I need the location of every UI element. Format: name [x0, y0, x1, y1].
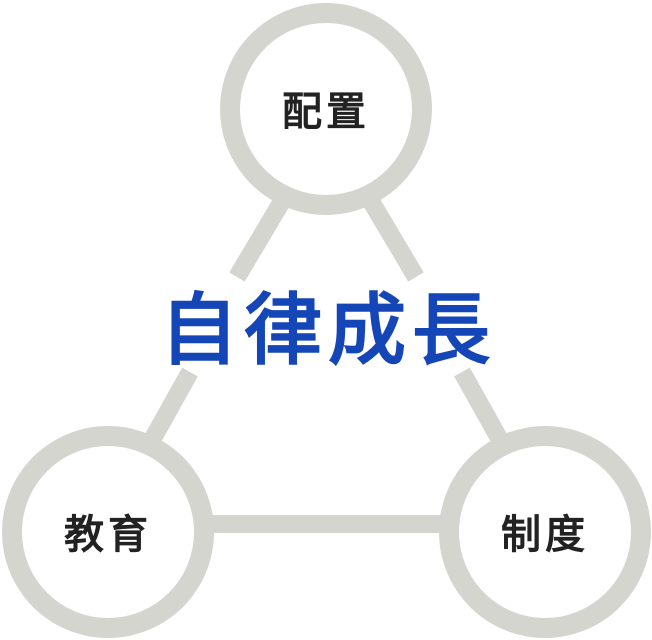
center-label: 自律成長 [160, 286, 496, 376]
connector-top-left-lower [144, 367, 198, 445]
node-top: 配置 [220, 3, 432, 215]
node-top-label: 配置 [282, 89, 370, 135]
node-left-label: 教育 [64, 512, 152, 558]
connector-top-right [364, 198, 424, 282]
connectors [144, 198, 508, 533]
connector-top-right-lower [454, 367, 508, 445]
node-left-ring [2, 426, 214, 638]
node-right: 制度 [439, 426, 651, 638]
node-left: 教育 [2, 426, 214, 638]
node-top-ring [220, 3, 432, 215]
node-right-label: 制度 [501, 512, 589, 558]
connector-top-left [229, 198, 289, 282]
node-right-ring [439, 426, 651, 638]
